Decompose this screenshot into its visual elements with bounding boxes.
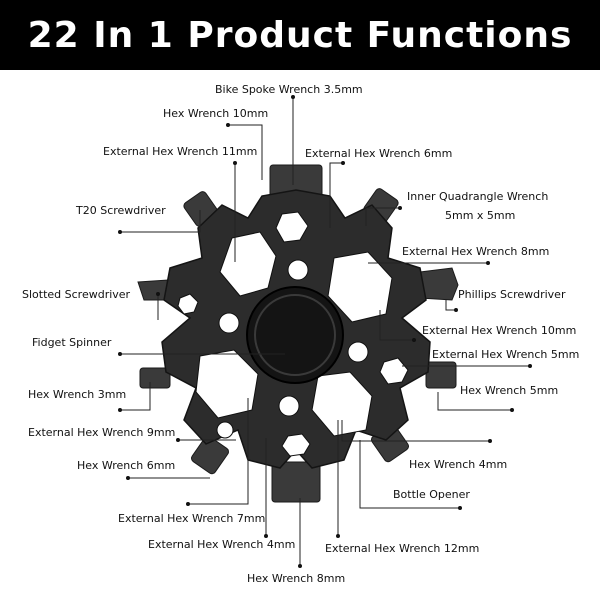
dot bbox=[458, 506, 462, 510]
round-hole-left bbox=[218, 312, 240, 334]
leader-ext-hex-7 bbox=[188, 398, 249, 505]
snowflake-multitool bbox=[137, 164, 459, 503]
leader-bottle bbox=[359, 440, 460, 509]
dot bbox=[341, 161, 345, 165]
label-hex-wrench-6: Hex Wrench 6mm bbox=[77, 459, 175, 472]
label-external-hex-wrench-11: External Hex Wrench 11mm bbox=[103, 145, 257, 158]
dot bbox=[454, 308, 458, 312]
dot bbox=[528, 364, 532, 368]
hex-cutout-bottom bbox=[281, 433, 311, 457]
hex-cutout-bottom-left bbox=[195, 349, 259, 419]
label-external-hex-wrench-6: External Hex Wrench 6mm bbox=[305, 147, 452, 160]
leader-hex-10 bbox=[228, 124, 263, 180]
label-inner-quadrangle-size: 5mm x 5mm bbox=[445, 209, 515, 222]
leader-dots bbox=[118, 95, 532, 568]
leader-ext-hex-6 bbox=[329, 162, 343, 228]
round-hole-top bbox=[287, 259, 309, 281]
leader-t20 bbox=[120, 210, 201, 233]
dot bbox=[298, 564, 302, 568]
hex-cutout-top bbox=[275, 211, 309, 243]
leader-hex-4 bbox=[341, 420, 490, 442]
dot bbox=[486, 261, 490, 265]
label-hex-wrench-10: Hex Wrench 10mm bbox=[163, 107, 268, 120]
leader-lines bbox=[120, 97, 530, 566]
dot bbox=[336, 534, 340, 538]
leader-ext-hex-10 bbox=[379, 310, 414, 341]
dot bbox=[264, 534, 268, 538]
label-hex-wrench-3: Hex Wrench 3mm bbox=[28, 388, 126, 401]
fidget-spinner-highlight bbox=[254, 294, 336, 376]
hex-cutout-right bbox=[379, 357, 409, 385]
bit-bottom-left bbox=[190, 435, 230, 475]
round-hole-bottom bbox=[278, 395, 300, 417]
label-inner-quadrangle-wrench: Inner Quadrangle Wrench bbox=[407, 190, 548, 203]
leader-inner-quad bbox=[365, 207, 400, 226]
bit-bottom bbox=[271, 461, 321, 503]
dot bbox=[126, 476, 130, 480]
bit-left bbox=[139, 367, 171, 389]
hex-cutout-left bbox=[177, 293, 199, 315]
dot bbox=[412, 338, 416, 342]
round-hole-lower-left bbox=[216, 421, 234, 439]
dot bbox=[488, 439, 492, 443]
label-external-hex-wrench-8: External Hex Wrench 8mm bbox=[402, 245, 549, 258]
title-banner: 22 In 1 Product Functions bbox=[0, 0, 600, 70]
dot bbox=[176, 438, 180, 442]
label-external-hex-wrench-10: External Hex Wrench 10mm bbox=[422, 324, 576, 337]
callout-labels: Bike Spoke Wrench 3.5mm Hex Wrench 10mm … bbox=[22, 83, 579, 585]
page-title: 22 In 1 Product Functions bbox=[27, 14, 573, 56]
label-fidget-spinner: Fidget Spinner bbox=[32, 336, 112, 349]
label-external-hex-wrench-4: External Hex Wrench 4mm bbox=[148, 538, 295, 551]
dot bbox=[118, 352, 122, 356]
hex-cutout-top-right bbox=[327, 251, 393, 323]
label-phillips-screwdriver: Phillips Screwdriver bbox=[458, 288, 566, 301]
round-hole-right bbox=[347, 341, 369, 363]
dot bbox=[398, 206, 402, 210]
label-external-hex-wrench-12: External Hex Wrench 12mm bbox=[325, 542, 479, 555]
label-external-hex-wrench-7: External Hex Wrench 7mm bbox=[118, 512, 265, 525]
leader-phillips bbox=[445, 300, 456, 311]
hex-cutout-bottom-right bbox=[311, 371, 373, 437]
dot bbox=[291, 95, 295, 99]
leader-hex-3 bbox=[120, 382, 151, 411]
bit-right bbox=[425, 361, 457, 389]
dot bbox=[510, 408, 514, 412]
label-external-hex-wrench-9: External Hex Wrench 9mm bbox=[28, 426, 175, 439]
label-hex-wrench-5: Hex Wrench 5mm bbox=[460, 384, 558, 397]
dot bbox=[118, 408, 122, 412]
label-slotted-screwdriver: Slotted Screwdriver bbox=[22, 288, 131, 301]
dot bbox=[186, 502, 190, 506]
dot bbox=[156, 292, 160, 296]
label-external-hex-wrench-5: External Hex Wrench 5mm bbox=[432, 348, 579, 361]
label-t20-screwdriver: T20 Screwdriver bbox=[75, 204, 166, 217]
label-hex-wrench-8: Hex Wrench 8mm bbox=[247, 572, 345, 585]
fidget-spinner-disc bbox=[246, 286, 344, 384]
dot bbox=[226, 123, 230, 127]
label-bike-spoke-wrench: Bike Spoke Wrench 3.5mm bbox=[215, 83, 363, 96]
label-bottle-opener: Bottle Opener bbox=[393, 488, 470, 501]
label-hex-wrench-4: Hex Wrench 4mm bbox=[409, 458, 507, 471]
dot bbox=[233, 161, 237, 165]
leader-hex-5 bbox=[437, 392, 512, 411]
hex-cutout-top-left bbox=[219, 231, 277, 297]
dot bbox=[118, 230, 122, 234]
